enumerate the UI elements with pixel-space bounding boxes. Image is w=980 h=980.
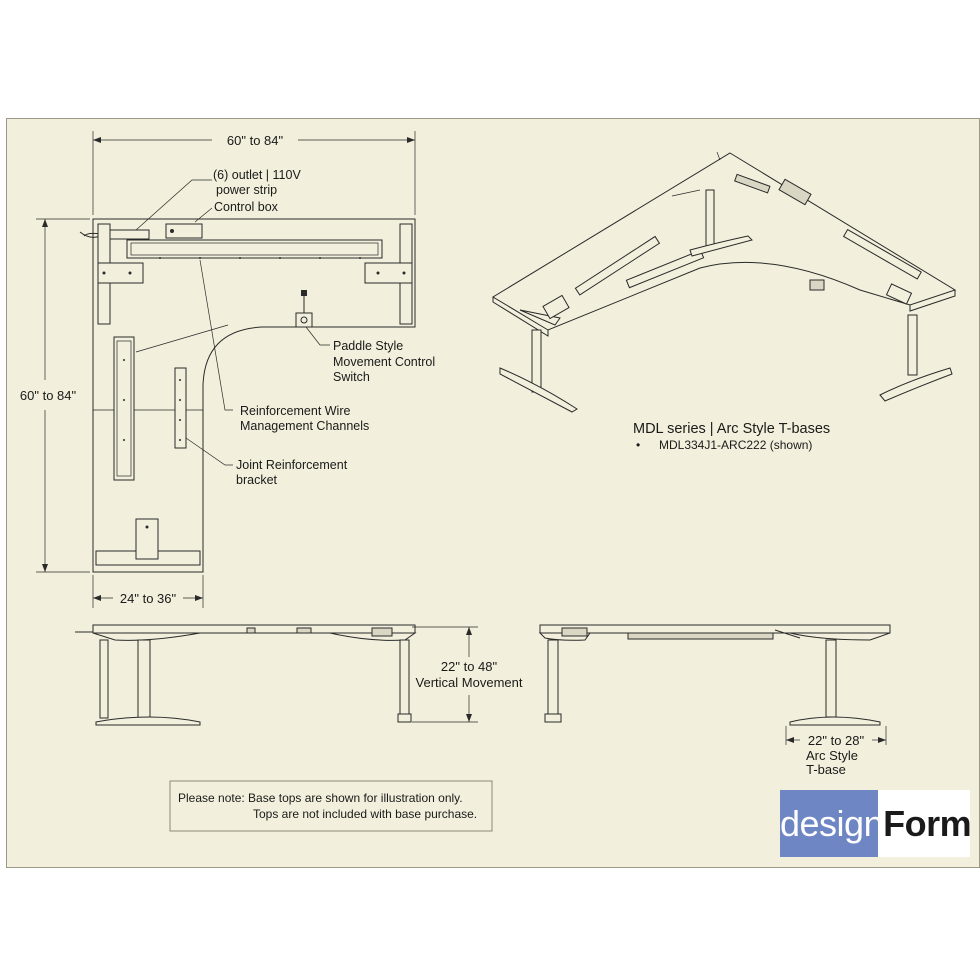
callout-paddle-1: Paddle Style [333,339,403,353]
note-line-2: Tops are not included with base purchase… [253,807,477,821]
callout-joint-bracket-2: bracket [236,473,278,487]
dim-base-style-2: T-base [806,762,846,777]
joint-bracket [174,367,187,449]
logo-white-block [878,790,970,857]
logo-wordmark: designForm [780,803,972,845]
callout-control-box: Control box [214,200,279,214]
isometric-view [492,151,957,413]
dim-base-style-1: Arc Style [806,748,858,763]
elev-top-right [539,624,891,634]
dim-left-height: 60" to 84" [20,388,77,403]
series-title: MDL series | Arc Style T-bases [633,421,830,437]
dim-return-width: 24" to 36" [120,591,177,606]
callout-paddle-3: Switch [333,370,370,384]
logo-blue-block [780,790,878,857]
control-box [165,223,203,239]
dim-vertical-range: 22" to 48" [441,659,498,674]
note-line-1: Please note: Base tops are shown for ill… [178,791,463,805]
dim-top-width: 60" to 84" [227,133,284,148]
wire-channel-return [113,336,135,481]
wire-channel-top [126,239,383,259]
desk-top-outline [92,218,416,573]
side-elevation-left: 22" to 48" Vertical Movement [75,624,523,726]
note-box [169,780,493,832]
dim-vertical-label: Vertical Movement [416,675,523,690]
bullet-glyph: • [636,438,640,452]
model-number: MDL334J1-ARC222 (shown) [659,438,812,452]
callout-wire-channels-1: Reinforcement Wire [240,404,350,418]
side-elevation-right: 22" to 28" Arc Style T-base [538,624,891,777]
callout-joint-bracket-1: Joint Reinforcement [236,458,348,472]
logo-part-design: design [780,803,884,844]
callout-power-strip-2: power strip [216,183,277,197]
logo-part-form: Form [883,803,972,844]
callout-wire-channels-2: Management Channels [240,419,369,433]
paddle-switch [295,312,313,328]
top-view-plan: 60" to 84" 60" to 84" 24" to 36" (6) out… [20,131,435,608]
designform-logo: designForm [780,790,972,857]
callout-paddle-2: Movement Control [333,355,435,369]
callout-power-strip-1: (6) outlet | 110V [213,168,301,182]
dim-base-width: 22" to 28" [808,733,865,748]
